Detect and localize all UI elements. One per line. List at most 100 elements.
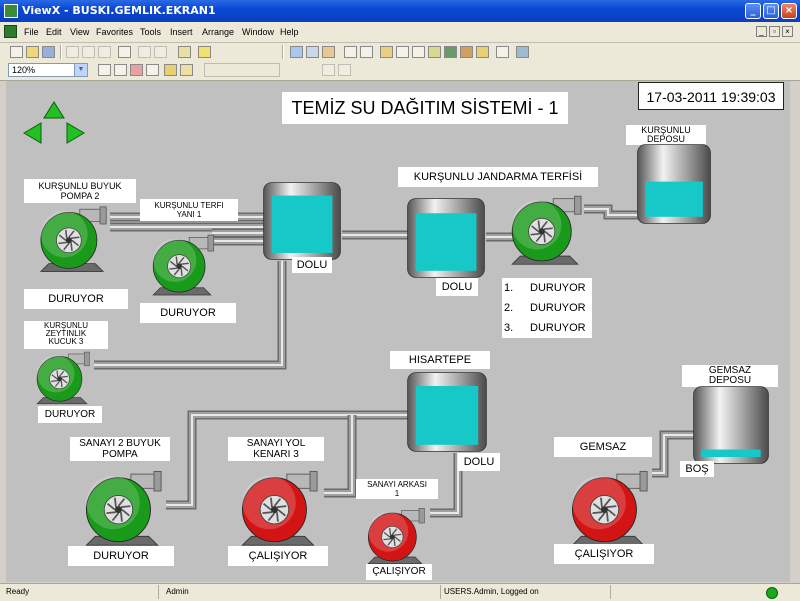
pump-blade (606, 512, 609, 522)
zoom-value: 120% (12, 65, 36, 75)
zoom-fit-icon[interactable] (130, 64, 143, 76)
pump-buyuk2[interactable] (32, 203, 112, 273)
nav-left-arrow-icon[interactable] (23, 122, 42, 144)
new-file-icon[interactable] (10, 46, 23, 58)
paste-icon[interactable] (98, 46, 111, 58)
edit-mode-icon[interactable] (178, 46, 191, 58)
gemsaz-depo-status: BOŞ (680, 461, 714, 477)
print-icon[interactable] (118, 46, 131, 58)
pump-blade (592, 511, 603, 515)
menu-view[interactable]: View (70, 27, 90, 37)
kursunlu-depo-name-line2: DEPOSU (646, 134, 685, 144)
align-icon[interactable] (322, 64, 335, 76)
tank-graphic (693, 386, 769, 464)
cut-icon[interactable] (66, 46, 79, 58)
pump-blade (387, 539, 393, 546)
window-title: ViewX - BUSKI.GEMLIK.EKRAN1 (22, 4, 216, 17)
pump-sanayiyol-name-line2: KENARI 3 (253, 449, 299, 460)
globe-icon[interactable] (444, 46, 457, 58)
nav-up-arrow-icon[interactable] (43, 101, 65, 119)
text-tool-icon[interactable] (344, 46, 357, 58)
tank-1[interactable] (262, 181, 342, 261)
pump-terfi-yani1[interactable] (146, 231, 218, 297)
undo-icon[interactable] (138, 46, 151, 58)
grid-icon[interactable] (412, 46, 425, 58)
pump-gemsaz[interactable] (562, 467, 654, 547)
zoom-select[interactable]: 120% ▼ (8, 63, 88, 77)
zoom-area-icon[interactable] (146, 64, 159, 76)
zoom-in-icon[interactable] (98, 64, 111, 76)
pump-jandarma[interactable] (504, 189, 586, 269)
tank-shell (693, 386, 769, 464)
menu-file[interactable]: File (24, 27, 39, 37)
tank-water-level (415, 385, 479, 445)
menu-tools[interactable]: Tools (140, 27, 162, 37)
pump-hub (57, 376, 62, 382)
redo-icon[interactable] (154, 46, 167, 58)
pump-zeytinlik3[interactable] (30, 349, 94, 405)
pump-blade (603, 498, 612, 507)
window-icon[interactable] (516, 46, 529, 58)
print-preview-icon[interactable] (496, 46, 509, 58)
help-icon[interactable] (198, 46, 211, 58)
pump-blade (111, 512, 120, 522)
forward-arrow-icon[interactable] (306, 46, 319, 58)
gemsaz-depo-tank[interactable] (692, 385, 770, 465)
menu-edit[interactable]: Edit (46, 27, 62, 37)
back-arrow-icon[interactable] (290, 46, 303, 58)
maximize-button[interactable]: □ (763, 3, 779, 19)
layer-select[interactable] (204, 63, 280, 77)
connection-status-icon (766, 587, 778, 599)
zoom-out-icon[interactable] (114, 64, 127, 76)
mdi-restore-button[interactable]: ▫ (769, 26, 780, 37)
kursunlu-depo-tank[interactable] (636, 143, 712, 225)
menu-arrange[interactable]: Arrange (202, 27, 235, 37)
tank-2[interactable] (406, 197, 486, 279)
distribute-icon[interactable] (338, 64, 351, 76)
pump-graphic (85, 471, 162, 546)
home-icon[interactable] (322, 46, 335, 58)
pump-blade (181, 262, 189, 265)
list-icon[interactable] (396, 46, 409, 58)
pump-terfi-name-line2: YANI 1 (176, 210, 202, 219)
mdi-minimize-button[interactable]: _ (756, 26, 767, 37)
pump-hub (176, 263, 182, 270)
menu-favorites[interactable]: Favorites (96, 27, 134, 37)
pump-zeytinlik-name-line1: KURŞUNLU (43, 321, 88, 330)
save-icon[interactable] (42, 46, 55, 58)
database-icon[interactable] (476, 46, 489, 58)
chevron-down-icon[interactable]: ▼ (74, 64, 87, 76)
pump-blade (58, 241, 67, 245)
open-folder-icon[interactable] (26, 46, 39, 58)
pump-graphic (367, 507, 425, 564)
pump-hub (389, 534, 395, 540)
picture-tool-icon[interactable] (360, 46, 373, 58)
pump-sanayi2[interactable] (76, 467, 168, 547)
tank-2-status: DOLU (436, 278, 478, 296)
pump-gemsaz-status: ÇALIŞIYOR (554, 544, 654, 564)
hisartepe-tank[interactable] (406, 371, 488, 453)
hisartepe-label: HISARTEPE (390, 351, 490, 369)
trend-icon[interactable] (460, 46, 473, 58)
layers-icon[interactable] (180, 64, 193, 76)
menu-insert[interactable]: Insert (170, 27, 193, 37)
gemsaz-depo-name-line1: GEMSAZ (708, 365, 752, 376)
pipe-8-layer-2 (166, 414, 408, 506)
pump-sanayiarkasi1[interactable] (360, 505, 430, 565)
window-titlebar[interactable]: ViewX - BUSKI.GEMLIK.EKRAN1 _ □ × (0, 0, 800, 22)
alarm-icon[interactable] (428, 46, 441, 58)
minimize-button[interactable]: _ (745, 3, 761, 19)
pump-blade (61, 378, 68, 384)
copy-icon[interactable] (82, 46, 95, 58)
pump-blade (59, 370, 65, 377)
menu-help[interactable]: Help (280, 27, 299, 37)
nav-right-arrow-icon[interactable] (66, 122, 85, 144)
pump-blade (51, 380, 58, 382)
lock-icon[interactable] (164, 64, 177, 76)
group-icon[interactable] (380, 46, 393, 58)
pump-sanayiyol-status: ÇALIŞIYOR (228, 546, 328, 566)
menu-window[interactable]: Window (242, 27, 275, 37)
close-button[interactable]: × (781, 3, 797, 19)
pump-sanayiyol3[interactable] (232, 467, 324, 547)
mdi-close-button[interactable]: × (782, 26, 793, 37)
